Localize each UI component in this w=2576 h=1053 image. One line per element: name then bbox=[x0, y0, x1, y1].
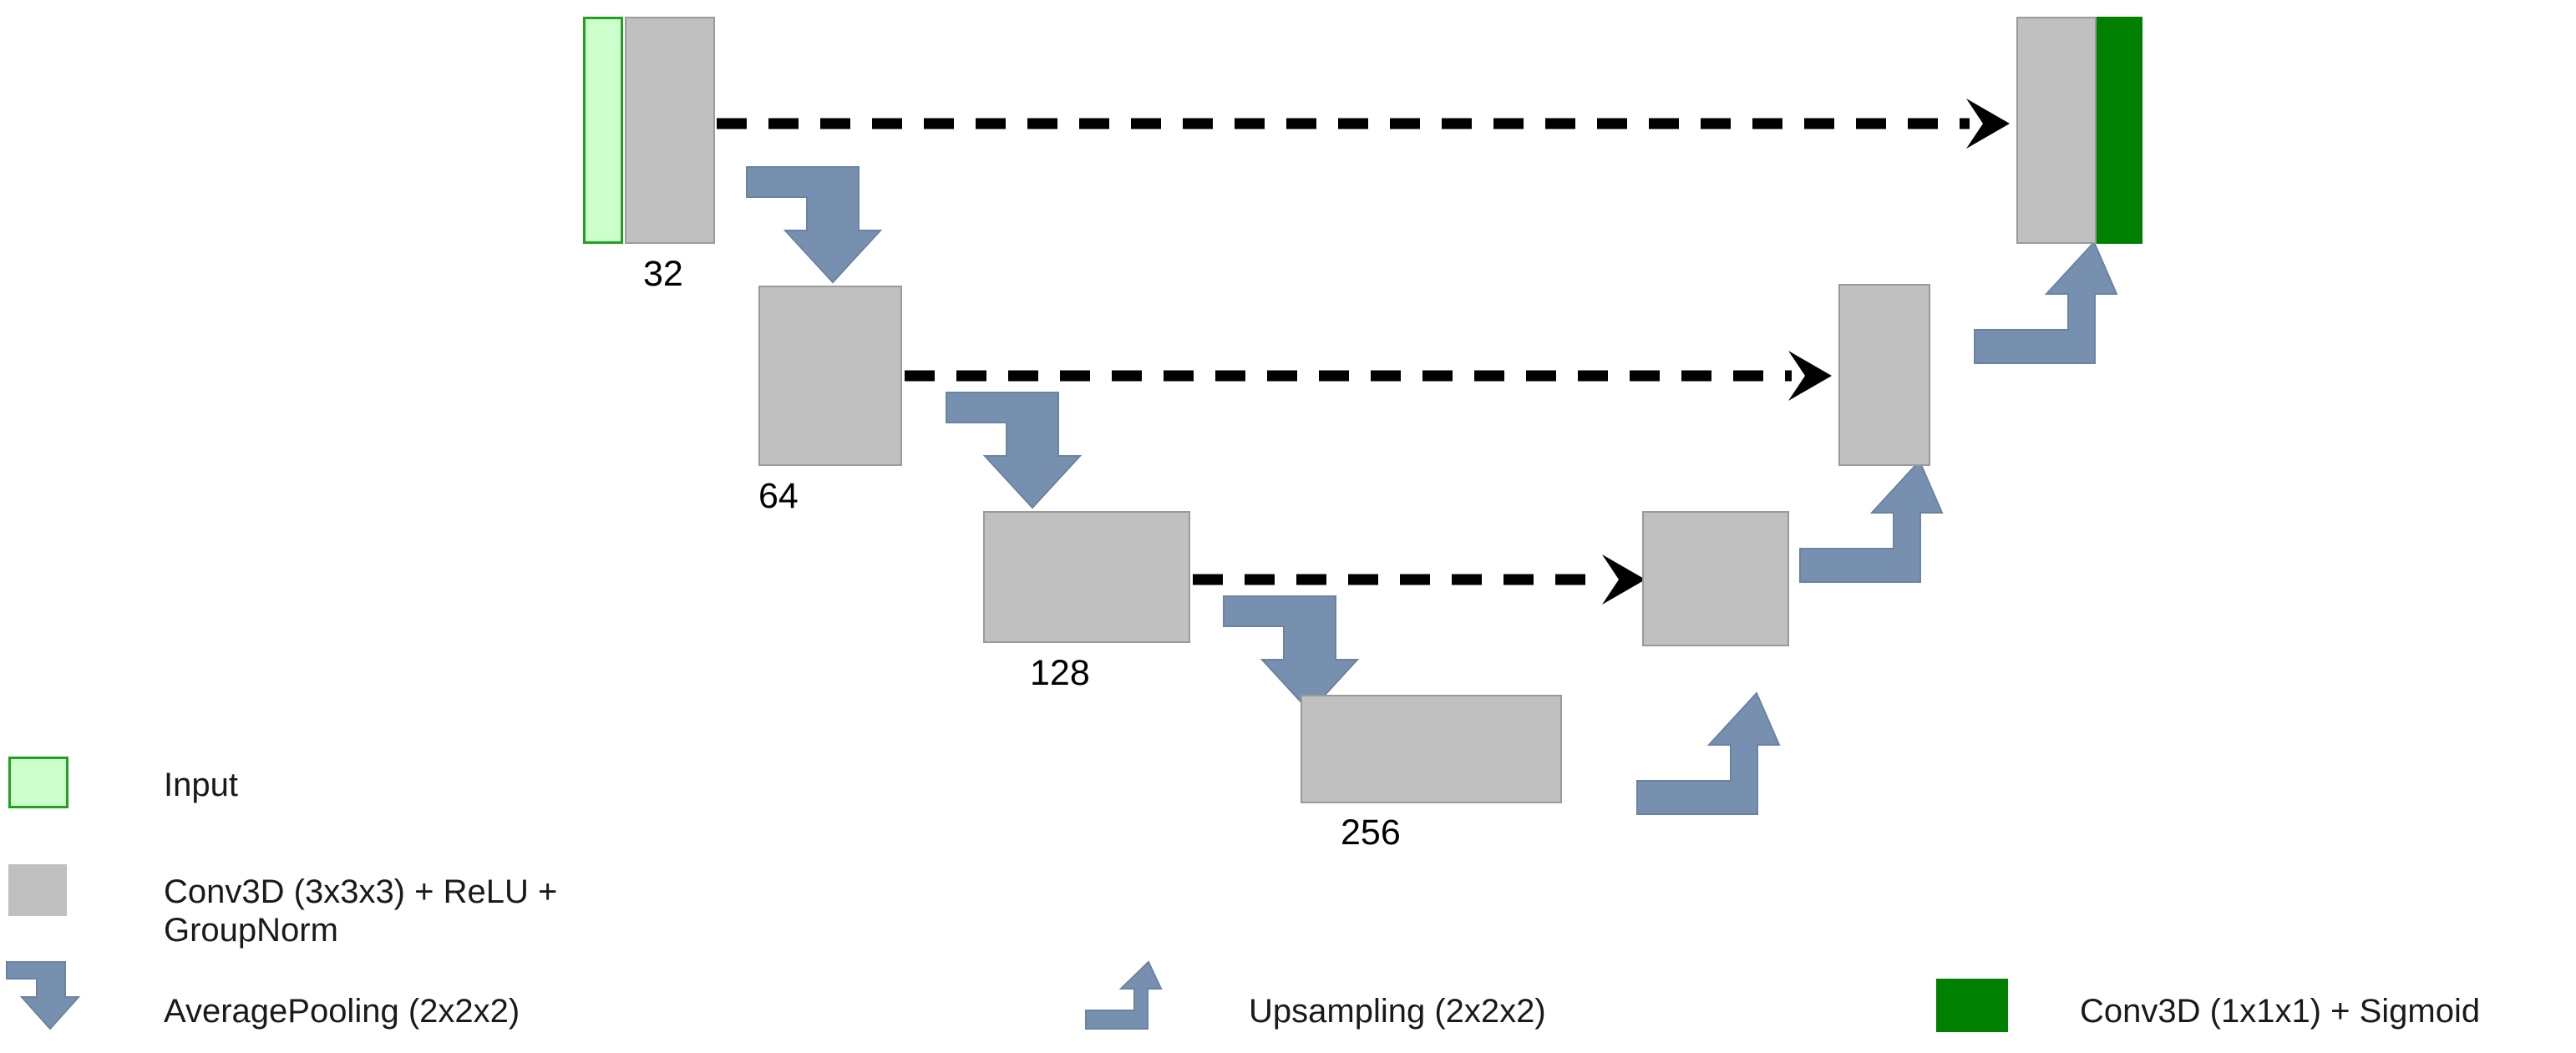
skip-connection-level-3 bbox=[1193, 554, 1645, 605]
channel-label-32: 32 bbox=[643, 254, 683, 294]
avgpool-arrow-shape-3 bbox=[1223, 595, 1360, 713]
bottleneck-block-256 bbox=[1301, 695, 1562, 803]
decoder-block-level-1 bbox=[2016, 17, 2097, 244]
skip-arrowhead-1 bbox=[1966, 99, 2010, 149]
upsample-arrow-shape-3 bbox=[1974, 240, 2118, 364]
legend-avgpool-icon bbox=[6, 961, 81, 1030]
legend-avgpool-arrow-shape bbox=[6, 961, 81, 1030]
skip-arrowhead-2 bbox=[1788, 351, 1832, 401]
legend-avgpool-label: AveragePooling (2x2x2) bbox=[164, 993, 520, 1030]
encoder-block-128 bbox=[983, 511, 1190, 643]
input-volume bbox=[583, 17, 623, 244]
legend-conv-swatch bbox=[8, 864, 67, 916]
legend-upsample-arrow-shape bbox=[1085, 960, 1163, 1030]
avgpool-arrow-level-1-to-2 bbox=[746, 166, 883, 284]
avgpool-arrow-shape-2 bbox=[946, 392, 1083, 509]
channel-label-256: 256 bbox=[1341, 813, 1401, 853]
decoder-block-level-2 bbox=[1838, 284, 1930, 466]
legend-upsampling-icon bbox=[1085, 960, 1163, 1030]
skip-connection-level-2 bbox=[905, 351, 1832, 401]
upsample-arrow-level-3-to-2 bbox=[1799, 459, 1944, 583]
channel-label-128: 128 bbox=[1030, 653, 1090, 693]
legend-conv-label: Conv3D (3x3x3) + ReLU + GroupNorm bbox=[164, 873, 558, 949]
avgpool-arrow-level-2-to-3 bbox=[946, 392, 1083, 509]
encoder-block-64 bbox=[758, 286, 902, 466]
decoder-block-level-3 bbox=[1642, 511, 1789, 646]
upsample-arrow-shape-1 bbox=[1636, 691, 1781, 815]
skip-arrowhead-3 bbox=[1602, 554, 1645, 605]
output-volume bbox=[2097, 17, 2142, 244]
skip-connection-level-1 bbox=[717, 99, 2010, 149]
avgpool-arrow-shape-1 bbox=[746, 166, 883, 284]
upsample-arrow-level-2-to-1 bbox=[1974, 240, 2118, 364]
legend-output-conv-swatch bbox=[1936, 979, 2008, 1032]
legend-upsampling-label: Upsampling (2x2x2) bbox=[1249, 993, 1546, 1030]
channel-label-64: 64 bbox=[758, 476, 799, 516]
upsample-arrow-shape-2 bbox=[1799, 459, 1944, 583]
encoder-block-32 bbox=[625, 17, 715, 244]
legend-output-conv-label: Conv3D (1x1x1) + Sigmoid bbox=[2080, 993, 2481, 1030]
upsample-arrow-level-4-to-3 bbox=[1636, 691, 1781, 815]
avgpool-arrow-level-3-to-4 bbox=[1223, 595, 1360, 713]
legend-input-label: Input bbox=[164, 767, 238, 803]
legend-input-swatch bbox=[8, 757, 68, 808]
